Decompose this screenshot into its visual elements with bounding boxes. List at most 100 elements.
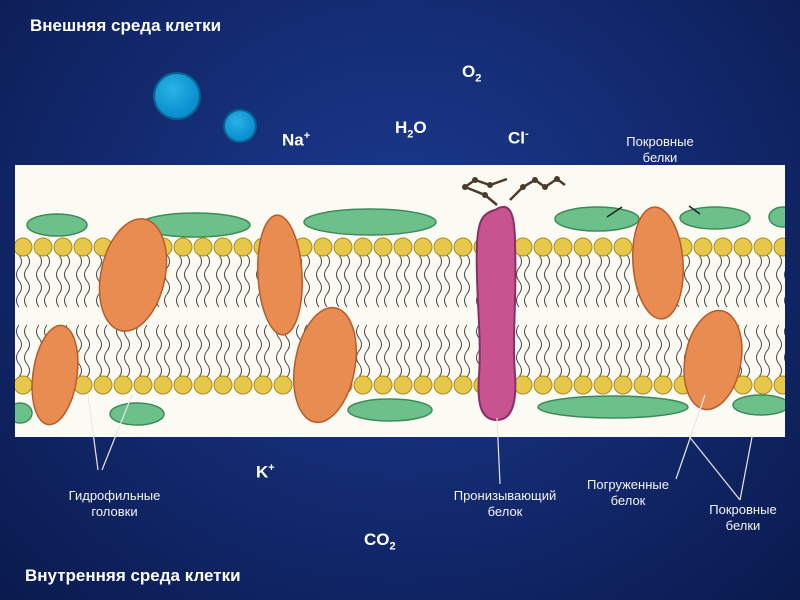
lipid-tail — [604, 324, 610, 378]
hydrophilic-head — [33, 237, 53, 257]
lipid-tail — [16, 324, 22, 378]
lipid-tail — [156, 324, 162, 378]
embedded-protein — [293, 306, 357, 424]
lipid-tail — [636, 324, 642, 378]
peripheral-protein — [768, 206, 785, 228]
hydrophilic-head — [213, 237, 233, 257]
lipid-tail — [356, 324, 362, 378]
lipid-tail — [444, 254, 450, 308]
hydrophilic-head — [253, 375, 273, 395]
outer-environment-label: Внешняя среда клетки — [30, 16, 222, 35]
lipid-tail — [64, 254, 70, 308]
hydrophilic-head — [233, 375, 253, 395]
lipid-tail — [316, 254, 322, 308]
lipid-tail — [556, 254, 562, 308]
lipid-tail — [124, 324, 130, 378]
peripheral-protein — [679, 206, 751, 230]
lipid-tail — [644, 324, 650, 378]
lipid-tail — [336, 254, 342, 308]
lipid-tail — [204, 324, 210, 378]
lipid-tail — [524, 324, 530, 378]
lipid-tail — [384, 324, 390, 378]
hydrophilic-head — [533, 375, 553, 395]
hydrophilic-head — [213, 375, 233, 395]
lipid-tail — [404, 324, 410, 378]
hydrophilic-head — [433, 375, 453, 395]
hydrophilic-head — [15, 237, 33, 257]
lipid-tail — [244, 254, 250, 308]
hydrophilic-head — [553, 237, 573, 257]
hydrophilic-head — [173, 375, 193, 395]
peripheral-protein — [347, 398, 433, 422]
lipid-tail — [344, 254, 350, 308]
lipid-tail — [444, 324, 450, 378]
lipid-tail — [104, 324, 110, 378]
lipid-tail — [536, 254, 542, 308]
lipid-tail — [764, 324, 770, 378]
hydrophilic-head — [573, 237, 593, 257]
lipid-tail — [744, 254, 750, 308]
lipid-tail — [116, 324, 122, 378]
lipid-tail — [16, 254, 22, 308]
hydrophilic-head — [513, 375, 533, 395]
lipid-tail — [704, 254, 710, 308]
lipid-tail — [556, 324, 562, 378]
k-ion-label: K+ — [256, 462, 275, 482]
peripheral-protein — [15, 402, 33, 424]
lipid-tail — [544, 324, 550, 378]
transmembrane-protein-body — [475, 205, 517, 422]
lipid-tail — [584, 324, 590, 378]
hydrophilic-head — [53, 237, 73, 257]
hydrophilic-head — [353, 375, 373, 395]
hydrophilic-head — [693, 237, 713, 257]
cell-membrane-diagram — [15, 165, 785, 437]
lipid-tail — [396, 324, 402, 378]
co2-label: CO2 — [364, 530, 396, 553]
hydrophilic-head — [573, 375, 593, 395]
lipid-tail — [584, 254, 590, 308]
lipid-tail — [624, 254, 630, 308]
hydrophilic-head — [733, 237, 753, 257]
lipid-tail — [176, 324, 182, 378]
hydrophilic-head — [93, 375, 113, 395]
lipid-tail — [416, 254, 422, 308]
hydrophilic-head — [233, 237, 253, 257]
hydrophilic-head — [313, 237, 333, 257]
lipid-tail — [736, 254, 742, 308]
hydrophilic-head — [613, 375, 633, 395]
lipid-tail — [764, 254, 770, 308]
lipid-tail — [24, 254, 30, 308]
lipid-tail — [376, 324, 382, 378]
hydrophilic-head — [533, 237, 553, 257]
hydrophilic-head — [513, 237, 533, 257]
hydrophilic-head — [113, 375, 133, 395]
lipid-tail — [264, 324, 270, 378]
lipid-tail — [236, 254, 242, 308]
lipid-tail — [356, 254, 362, 308]
lipid-tail — [424, 324, 430, 378]
lipid-tail — [136, 324, 142, 378]
hydrophilic-head — [373, 375, 393, 395]
lipid-tail — [416, 324, 422, 378]
peripheral-protein — [554, 206, 640, 232]
hydrophilic-head — [553, 375, 573, 395]
inner-environment-label: Внутренняя среда клетки — [25, 566, 241, 585]
lipid-tail — [664, 324, 670, 378]
lipid-tail — [56, 254, 62, 308]
large-molecule-bubble — [153, 72, 201, 120]
lipid-tail — [404, 254, 410, 308]
lipid-tail — [696, 254, 702, 308]
peripheral-protein — [537, 395, 689, 419]
lipid-tail — [564, 254, 570, 308]
lipid-tail — [76, 254, 82, 308]
hydrophilic-head — [153, 375, 173, 395]
lipid-tail — [204, 254, 210, 308]
lipid-tail — [376, 254, 382, 308]
lipid-tail — [96, 324, 102, 378]
h2o-label: H2O — [395, 118, 427, 141]
lipid-tail — [224, 324, 230, 378]
o2-label: O2 — [462, 62, 482, 85]
lipid-tail — [44, 254, 50, 308]
